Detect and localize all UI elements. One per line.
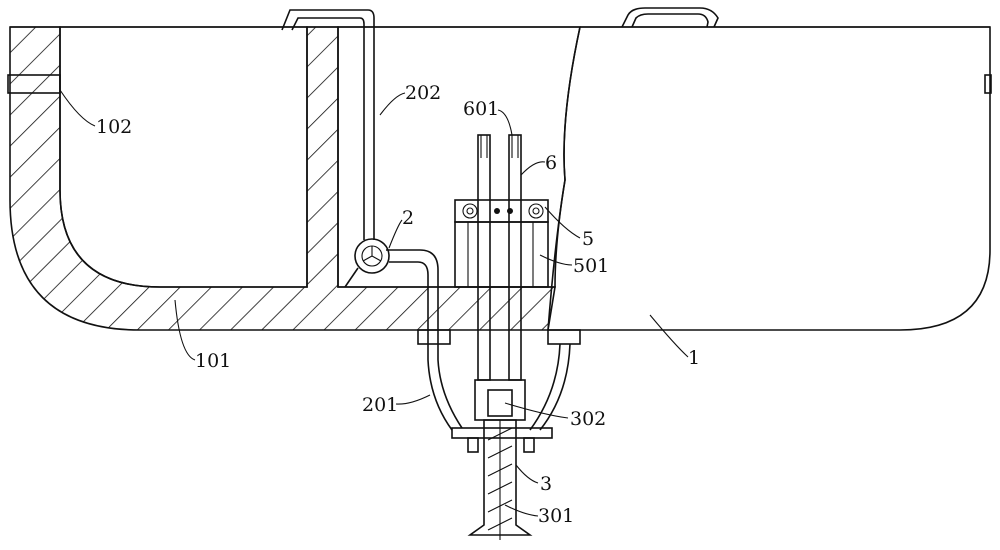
motor-housing bbox=[475, 380, 525, 420]
label-102: 102 bbox=[96, 116, 132, 138]
handle bbox=[622, 8, 718, 27]
left-chamber bbox=[60, 27, 307, 287]
label-501: 501 bbox=[573, 255, 609, 277]
bearing-block bbox=[455, 200, 548, 222]
support bbox=[455, 222, 548, 287]
rod-right bbox=[509, 135, 521, 380]
label-2: 2 bbox=[402, 207, 414, 229]
label-302: 302 bbox=[570, 408, 606, 430]
label-202: 202 bbox=[405, 82, 441, 104]
label-3: 3 bbox=[540, 473, 552, 495]
tank-body bbox=[548, 27, 990, 330]
label-6: 6 bbox=[545, 152, 557, 174]
label-601: 601 bbox=[463, 98, 499, 120]
label-1: 1 bbox=[688, 347, 700, 369]
label-5: 5 bbox=[582, 228, 594, 250]
label-301: 301 bbox=[538, 505, 574, 527]
motor bbox=[488, 390, 512, 416]
label-201: 201 bbox=[362, 394, 398, 416]
rod-left bbox=[478, 135, 490, 380]
label-101: 101 bbox=[195, 350, 231, 372]
tank-wall-section bbox=[10, 27, 555, 330]
